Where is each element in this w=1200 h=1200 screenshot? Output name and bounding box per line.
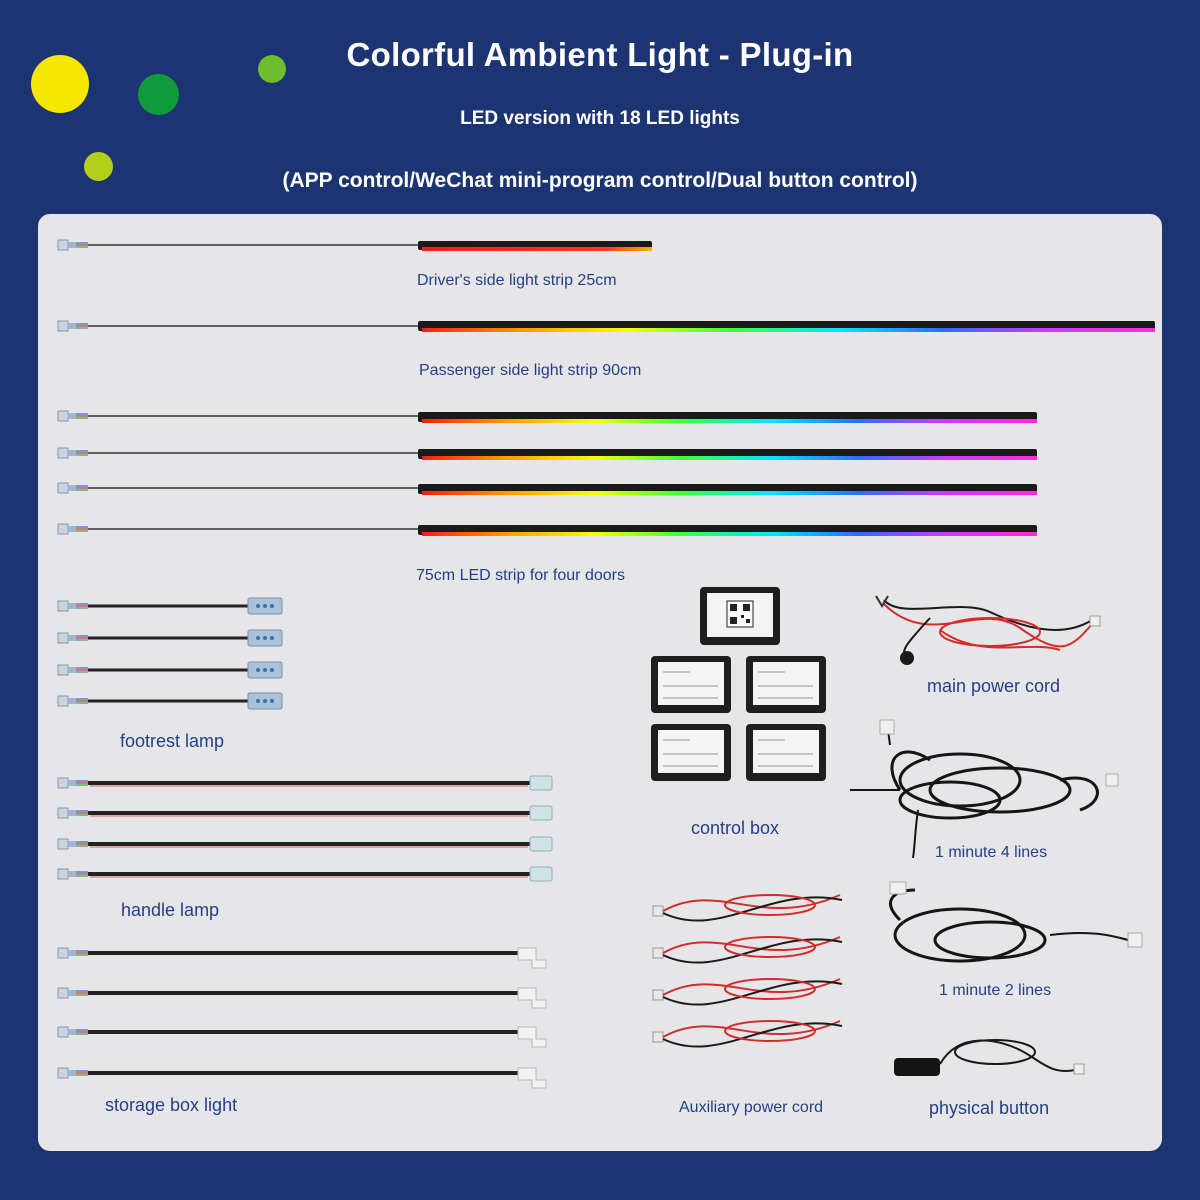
label-four-line-harness: 1 minute 4 lines [935, 844, 1048, 861]
auxiliary-cord-3 [652, 978, 843, 1006]
label-drivers-side-strip: Driver's side light strip 25cm [417, 272, 617, 289]
label-handle-lamp: handle lamp [121, 900, 220, 920]
door-module-2 [746, 656, 826, 713]
door-module-1 [651, 656, 731, 713]
auxiliary-cord-4 [652, 1020, 843, 1048]
auxiliary-cord-2 [652, 936, 843, 964]
control-boxes [651, 587, 826, 781]
page-subtitle: LED version with 18 LED lights [460, 108, 740, 129]
handle-lamp-1 [57, 775, 553, 791]
main-controller [700, 587, 780, 645]
storage-box-light-4 [57, 1067, 547, 1089]
door-strip-2 [57, 447, 1037, 460]
handle-lamp-3 [57, 836, 553, 852]
handle-lamp-4 [57, 866, 553, 882]
footrest-lamp-1 [57, 597, 283, 615]
green-dot [138, 74, 179, 115]
auxiliary-cords-art [652, 894, 843, 1048]
main-power-cord-art [875, 595, 1101, 665]
label-footrest-lamp: footrest lamp [120, 731, 225, 751]
storage-box-light-2 [57, 987, 547, 1009]
yellow-dot [31, 55, 89, 113]
door-module-3 [651, 724, 731, 781]
storage-box-light-3 [57, 1026, 547, 1048]
door-strips [57, 410, 1037, 536]
label-physical-button: physical button [929, 1098, 1050, 1118]
handle-lamp-2 [57, 805, 553, 821]
storage-box-lights [57, 947, 547, 1089]
door-strip-1 [57, 410, 1037, 423]
footrest-lamps [57, 597, 283, 710]
two-line-harness-art [889, 881, 1143, 963]
four-line-harness-art [850, 719, 1119, 859]
footrest-lamp-2 [57, 629, 283, 647]
lime-dot [84, 152, 113, 181]
handle-lamps [57, 775, 553, 882]
label-auxiliary-power-cord: Auxiliary power cord [679, 1099, 824, 1116]
label-passenger-side-strip: Passenger side light strip 90cm [419, 362, 642, 379]
storage-box-light-1 [57, 947, 547, 969]
control-methods: (APP control/WeChat mini-program control… [282, 169, 918, 192]
passenger-side-strip [57, 320, 1155, 332]
physical-button-art [894, 1039, 1085, 1076]
label-control-box: control box [691, 818, 780, 838]
label-main-power-cord: main power cord [927, 676, 1061, 696]
light-green-dot [258, 55, 286, 83]
label-storage-box-light: storage box light [105, 1095, 238, 1115]
door-module-4 [746, 724, 826, 781]
footrest-lamp-3 [57, 661, 283, 679]
label-four-door-strips: 75cm LED strip for four doors [416, 567, 625, 584]
door-strip-3 [57, 482, 1037, 495]
door-strip-4 [57, 523, 1037, 536]
auxiliary-cord-1 [652, 894, 843, 922]
footrest-lamp-4 [57, 692, 283, 710]
drivers-side-strip [57, 239, 652, 251]
page-title: Colorful Ambient Light - Plug-in [346, 36, 854, 73]
label-two-line-harness: 1 minute 2 lines [939, 982, 1052, 999]
